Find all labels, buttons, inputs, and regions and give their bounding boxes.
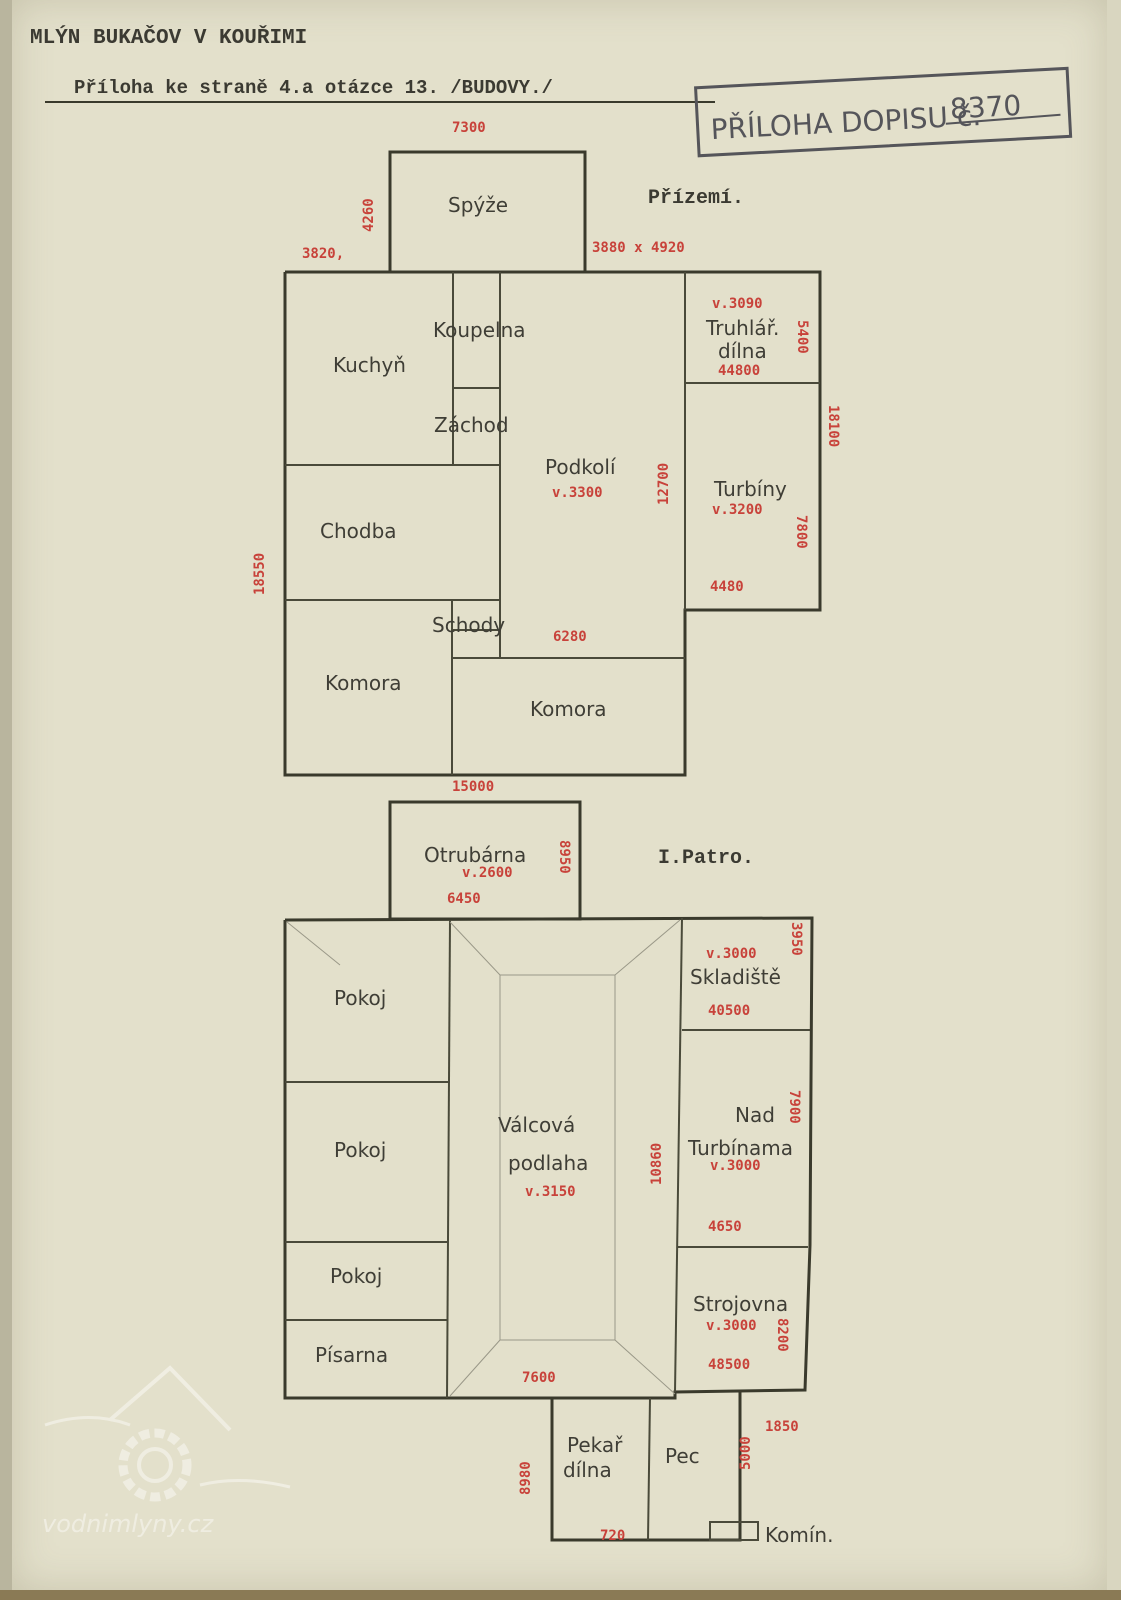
height-label: v.3150 xyxy=(525,1184,576,1200)
bakery-annex xyxy=(550,1392,742,1542)
height-label: v.3300 xyxy=(552,485,603,501)
dimension-label: 7800 xyxy=(793,515,809,549)
stamp-line xyxy=(945,113,1061,125)
room-label: Komora xyxy=(325,671,402,695)
dimension-label: 3950 xyxy=(788,922,804,956)
height-label: v.3200 xyxy=(712,502,763,518)
dimension-label: 15000 xyxy=(452,779,494,795)
room-label: Komora xyxy=(530,697,607,721)
stamp-label: PŘÍLOHA DOPISU č. xyxy=(710,98,982,146)
room-label: Skladiště xyxy=(690,965,781,989)
room-label: dílna xyxy=(563,1458,612,1482)
room-label: Pec xyxy=(665,1444,700,1468)
dimension-label: 18550 xyxy=(252,553,268,595)
ground-floor-title: Přízemí. xyxy=(648,187,744,210)
room-label: Pokoj xyxy=(334,986,386,1010)
watermark-text: vodnimlyny.cz xyxy=(42,1510,215,1538)
dimension-label: 3880 x 4920 xyxy=(592,240,685,256)
height-label: v.3000 xyxy=(706,1318,757,1334)
height-label: v.3000 xyxy=(706,946,757,962)
room-label: Nad xyxy=(735,1103,775,1127)
dimension-label: 7300 xyxy=(452,120,486,136)
room-label: Truhlář. xyxy=(705,316,779,340)
room-label: Spýže xyxy=(448,193,508,217)
room-label: Turbínama xyxy=(687,1136,793,1160)
room-label: Záchod xyxy=(434,413,509,437)
stamp: PŘÍLOHA DOPISU č. 8370 xyxy=(694,66,1073,158)
document-subtitle: Příloha ke straně 4.a otázce 13. /BUDOVY… xyxy=(74,77,553,99)
document-title: MLÝN BUKAČOV V KOUŘIMI xyxy=(30,25,307,50)
room-label: Pokoj xyxy=(334,1138,386,1162)
dimension-label: 48500 xyxy=(708,1357,750,1373)
dimension-label: 8950 xyxy=(556,840,572,874)
dimension-label: 4480 xyxy=(710,579,744,595)
room-label: Pokoj xyxy=(330,1264,382,1288)
dimension-label: 6450 xyxy=(447,891,481,907)
height-label: v.3000 xyxy=(710,1158,761,1174)
room-label: Kuchyň xyxy=(333,353,406,377)
room-label: Válcová xyxy=(498,1113,575,1137)
height-label: v.2600 xyxy=(462,865,513,881)
ground-floor-plan: Přízemí. Spýže Kuchyň Koupelna Záchod Ch… xyxy=(252,120,841,795)
dimension-label: 18100 xyxy=(825,405,841,447)
page-bottom-edge xyxy=(0,1590,1121,1600)
first-floor-plan: I.Patro. Otrubárna Pokoj Pokoj Pokoj Pís… xyxy=(283,800,833,1547)
room-label: Strojovna xyxy=(693,1292,788,1316)
first-floor-title: I.Patro. xyxy=(658,847,754,870)
first-floor-outline xyxy=(283,916,814,1400)
dimension-label: 3820, xyxy=(302,246,344,262)
dimension-label: 5000 xyxy=(738,1436,754,1470)
room-label: dílna xyxy=(718,339,767,363)
room-label: Koupelna xyxy=(433,318,526,342)
room-label: Chodba xyxy=(320,519,397,543)
page-edge xyxy=(0,0,14,1600)
dimension-label: 7600 xyxy=(522,1370,556,1386)
dimension-label: 6280 xyxy=(553,629,587,645)
dimension-label: 4650 xyxy=(708,1219,742,1235)
height-label: v.3090 xyxy=(712,296,763,312)
dimension-label: 40500 xyxy=(708,1003,750,1019)
dimension-label: 12700 xyxy=(656,463,672,505)
dimension-label: 44800 xyxy=(718,363,760,379)
watermark-logo: vodnimlyny.cz xyxy=(42,1365,291,1538)
room-label: Písarna xyxy=(315,1343,388,1367)
dimension-label: 8980 xyxy=(518,1461,534,1495)
room-label: Otrubárna xyxy=(424,843,526,867)
dimension-label: 8200 xyxy=(774,1318,790,1352)
room-label: Turbíny xyxy=(713,477,787,501)
chimney xyxy=(709,1521,759,1541)
dimension-label: 4260 xyxy=(361,198,377,232)
stamp-frame xyxy=(694,66,1073,158)
room-label: Komín. xyxy=(765,1523,833,1547)
room-label: Schody xyxy=(432,613,505,637)
room-label: Pekař xyxy=(567,1433,623,1457)
document-page xyxy=(12,0,1107,1590)
dimension-label: 10860 xyxy=(649,1143,665,1185)
dimension-label: 5400 xyxy=(794,320,810,354)
dimension-label: 7900 xyxy=(786,1090,802,1124)
room-label: Podkolí xyxy=(545,455,617,479)
dimension-label: 1850 xyxy=(765,1419,799,1435)
dimension-label: 720 xyxy=(600,1528,625,1544)
room-label: podlaha xyxy=(508,1151,588,1175)
